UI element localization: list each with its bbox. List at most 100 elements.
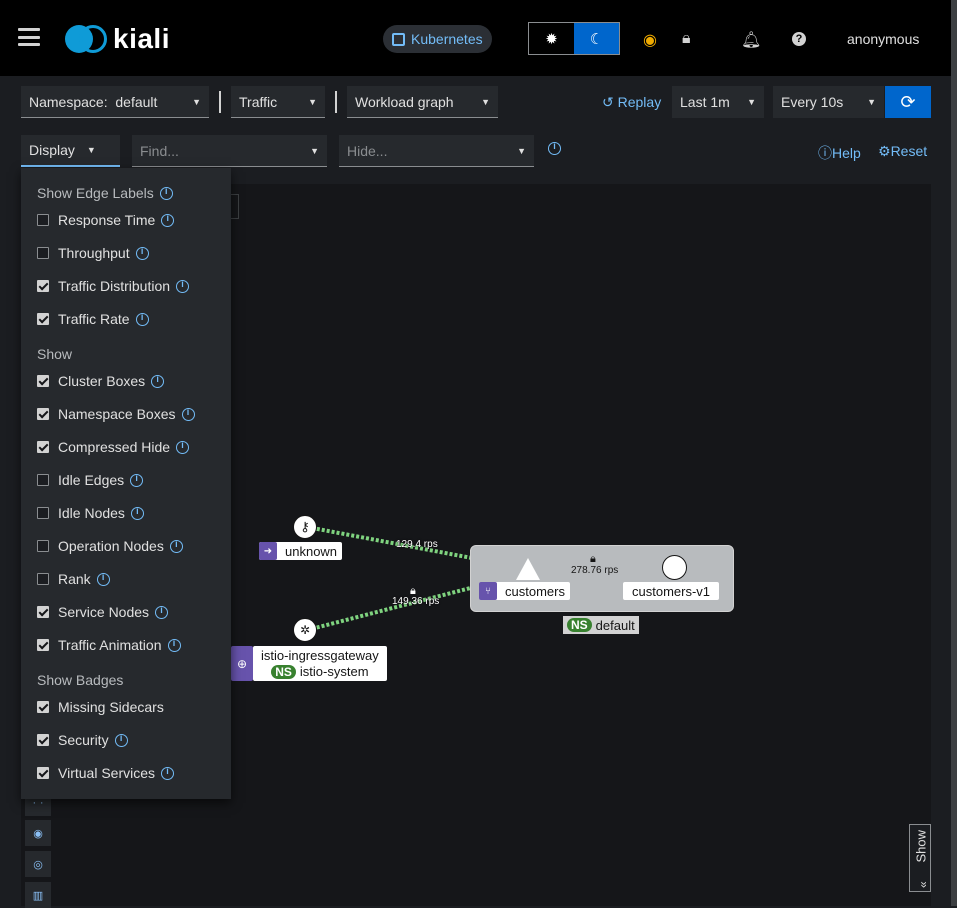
option-traffic-rate[interactable]: Traffic Rate xyxy=(21,311,231,346)
info-icon[interactable] xyxy=(161,766,175,780)
info-icon[interactable] xyxy=(96,572,110,586)
info-icon[interactable] xyxy=(114,733,128,747)
checkbox-checked[interactable] xyxy=(37,408,49,420)
info-icon[interactable] xyxy=(135,312,149,326)
kiali-logo[interactable]: kiali xyxy=(65,23,170,54)
checkbox-checked[interactable] xyxy=(37,767,49,779)
info-icon[interactable] xyxy=(135,246,149,260)
checkbox[interactable] xyxy=(37,573,49,585)
option-virtual-services[interactable]: Virtual Services xyxy=(21,765,231,798)
reset-link[interactable]: ⚙Reset xyxy=(878,143,928,159)
option-throughput[interactable]: Throughput xyxy=(21,245,231,278)
option-traffic-distribution[interactable]: Traffic Distribution xyxy=(21,278,231,311)
map-icon[interactable]: ▥ xyxy=(25,882,51,908)
show-legend-tab[interactable]: Show « xyxy=(909,824,931,892)
double-chevron-left-icon: « xyxy=(916,881,930,888)
find-info-icon[interactable] xyxy=(548,141,561,155)
layout-grid-icon[interactable]: ◎ xyxy=(25,851,51,877)
checkbox-checked[interactable] xyxy=(37,606,49,618)
edge-label-customers: 278.76 rps xyxy=(571,565,619,576)
customers-v1-node[interactable] xyxy=(662,555,687,580)
option-service-nodes[interactable]: Service Nodes xyxy=(21,604,231,637)
info-icon[interactable] xyxy=(169,539,183,553)
checkbox-checked[interactable] xyxy=(37,313,49,325)
option-compressed-hide[interactable]: Compressed Hide xyxy=(21,439,231,472)
graph-type-select[interactable]: Workload graph ▼ xyxy=(347,86,498,118)
masthead: kiali Kubernetes ✹ ☾ ◉ 🔒︎ 🔔︎ ? anonymous xyxy=(0,0,951,76)
checkbox-checked[interactable] xyxy=(37,280,49,292)
lock-icon[interactable]: 🔒︎ xyxy=(682,30,691,47)
option-idle-nodes[interactable]: Idle Nodes xyxy=(21,505,231,538)
checkbox-checked[interactable] xyxy=(37,441,49,453)
duration-select[interactable]: Last 1m ▼ xyxy=(672,86,764,118)
unknown-node[interactable]: ⚷ xyxy=(293,515,317,539)
info-icon[interactable] xyxy=(159,186,173,200)
info-icon[interactable] xyxy=(161,213,175,227)
chevron-down-icon: ▼ xyxy=(867,97,876,107)
checkbox-checked[interactable] xyxy=(37,639,49,651)
option-idle-edges[interactable]: Idle Edges xyxy=(21,472,231,505)
option-response-time[interactable]: Response Time xyxy=(21,212,231,245)
edge-unknown-customers[interactable] xyxy=(306,525,526,570)
edge-label-ingress: 149.36 rps xyxy=(392,596,440,607)
chevron-down-icon: ▼ xyxy=(310,145,319,156)
option-traffic-animation[interactable]: Traffic Animation xyxy=(21,637,231,672)
checkbox[interactable] xyxy=(37,540,49,552)
find-input[interactable]: Find... ▼ xyxy=(132,135,327,167)
checkbox[interactable] xyxy=(37,247,49,259)
customers-v1-label: customers-v1 xyxy=(623,582,720,600)
checkbox-checked[interactable] xyxy=(37,734,49,746)
divider xyxy=(335,91,337,113)
display-menu: Show Edge Labels Response Time Throughpu… xyxy=(21,168,231,799)
edge-label-unknown: 129.4 rps xyxy=(396,539,438,550)
chevron-down-icon: ▼ xyxy=(517,145,526,156)
status-icon[interactable]: ◉ xyxy=(643,32,657,49)
ingress-node[interactable]: ✲ xyxy=(293,618,317,642)
theme-toggle: ✹ ☾ xyxy=(528,22,620,55)
chevron-down-icon: ▼ xyxy=(86,145,96,155)
info-icon[interactable] xyxy=(151,374,165,388)
refresh-interval-select[interactable]: Every 10s ▼ xyxy=(773,86,884,118)
checkbox[interactable] xyxy=(37,214,49,226)
key-icon: ⚷ xyxy=(300,519,310,534)
display-dropdown[interactable]: Display ▼ xyxy=(21,135,120,167)
info-icon[interactable] xyxy=(130,506,144,520)
refresh-button[interactable]: ⟳ xyxy=(885,86,931,118)
option-missing-sidecars[interactable]: Missing Sidecars xyxy=(21,699,231,732)
hamburger-menu-icon[interactable] xyxy=(18,28,40,46)
info-icon[interactable] xyxy=(176,440,190,454)
option-rank[interactable]: Rank xyxy=(21,571,231,604)
customers-service-node[interactable] xyxy=(516,558,540,580)
namespace-select[interactable]: Namespace: default ▼ xyxy=(21,86,209,118)
replay-button[interactable]: ↺ Replay xyxy=(602,94,662,110)
info-icon[interactable] xyxy=(155,605,169,619)
info-icon[interactable] xyxy=(176,279,190,293)
show-header: Show xyxy=(37,346,73,362)
info-icon[interactable] xyxy=(167,638,181,652)
reset-icon: ⚙ xyxy=(878,143,891,159)
hide-input[interactable]: Hide... ▼ xyxy=(339,135,534,167)
checkbox-checked[interactable] xyxy=(37,375,49,387)
namespace-box-default[interactable] xyxy=(470,545,734,612)
edge-labels-header: Show Edge Labels xyxy=(21,185,231,212)
info-icon[interactable] xyxy=(130,473,144,487)
layout-dagre-icon[interactable]: ◉ xyxy=(25,820,51,846)
traffic-select[interactable]: Traffic ▼ xyxy=(231,86,325,118)
refresh-icon: ⟳ xyxy=(900,91,916,112)
option-cluster-boxes[interactable]: Cluster Boxes xyxy=(21,373,231,406)
option-operation-nodes[interactable]: Operation Nodes xyxy=(21,538,231,571)
bell-icon[interactable]: 🔔︎ xyxy=(741,32,762,49)
light-theme-button[interactable]: ✹ xyxy=(545,30,558,48)
checkbox-checked[interactable] xyxy=(37,701,49,713)
divider xyxy=(219,91,221,113)
checkbox[interactable] xyxy=(37,474,49,486)
info-icon[interactable] xyxy=(181,407,195,421)
checkbox[interactable] xyxy=(37,507,49,519)
option-namespace-boxes[interactable]: Namespace Boxes xyxy=(21,406,231,439)
help-link[interactable]: ⓘHelp xyxy=(818,145,861,161)
help-icon[interactable]: ? xyxy=(792,32,806,46)
dark-theme-button[interactable]: ☾ xyxy=(574,23,619,54)
option-security[interactable]: Security xyxy=(21,732,231,765)
user-menu[interactable]: anonymous xyxy=(847,31,920,47)
